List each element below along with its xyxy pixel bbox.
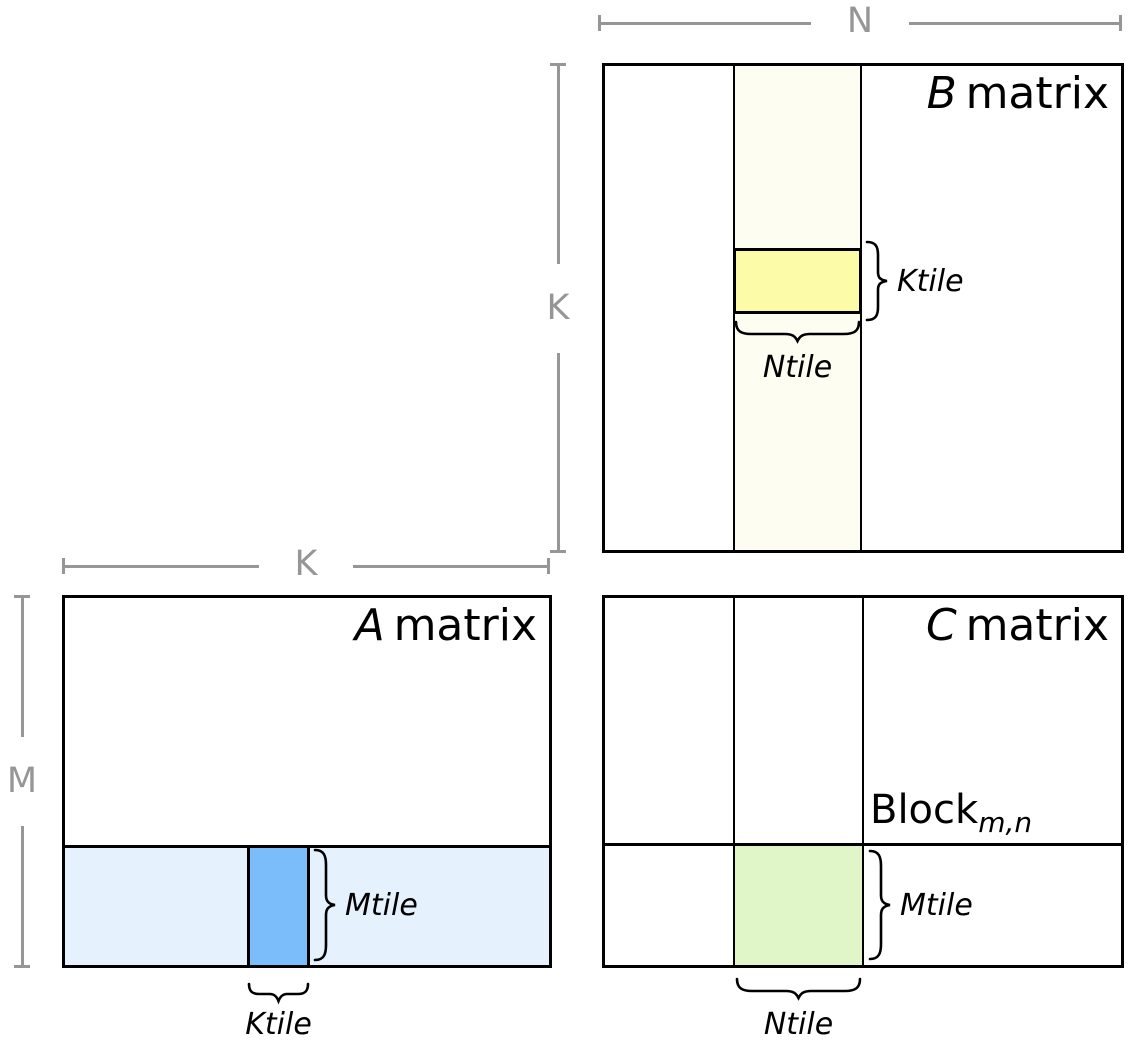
dimension-line-segment — [20, 826, 24, 965]
dimension-end-tick — [550, 63, 566, 66]
dimension-line-segment — [556, 66, 560, 264]
c-matrix-title-word: matrix — [965, 600, 1109, 651]
mtile-brace-icon — [868, 849, 891, 961]
dimension-end-tick — [1119, 15, 1122, 31]
ntile-underbrace-icon — [734, 320, 861, 344]
a-mtile-ktile-block — [247, 845, 310, 965]
dimension-end-tick — [14, 595, 30, 598]
c-ntile-label-wrap: Ntile — [715, 1007, 882, 1042]
k-dimension-line-horizontal: K — [62, 546, 551, 581]
b-matrix-title-word: matrix — [965, 68, 1109, 119]
ktile-brace-icon — [865, 240, 888, 322]
dimension-end-tick — [14, 965, 30, 968]
c-mtile-ntile-block — [735, 846, 862, 965]
dimension-line-segment — [20, 598, 24, 737]
m-dimension-label: M — [6, 761, 38, 801]
b-ktile-ntile-block — [733, 248, 862, 314]
c-block-label: Blockm,n — [870, 787, 1032, 838]
c-block-label-word: Block — [870, 787, 979, 833]
a-mtile-label-wrap: Mtile — [345, 848, 418, 962]
c-matrix-title-letter: C — [926, 600, 957, 651]
mtile-brace-icon — [313, 848, 336, 962]
b-ktile-label: Ktile — [897, 263, 964, 299]
c-row-strip-line — [605, 843, 1121, 846]
dimension-end-tick — [62, 558, 65, 574]
dimension-end-tick — [547, 558, 551, 574]
a-mtile-label: Mtile — [345, 887, 418, 923]
b-ktile-label-wrap: Ktile — [897, 240, 964, 322]
m-dimension-line: M — [7, 595, 37, 968]
dimension-line-segment — [65, 564, 259, 568]
k-dimension-label: K — [546, 287, 570, 328]
n-dimension-label: N — [846, 0, 874, 41]
c-ntile-label: Ntile — [763, 1007, 834, 1042]
c-column-strip-right-line — [862, 598, 864, 965]
a-ktile-label: Ktile — [245, 1007, 312, 1042]
dimension-line-segment — [601, 21, 811, 25]
dimension-end-tick — [550, 550, 566, 553]
k-dimension-label: K — [294, 543, 318, 584]
b-ntile-label-wrap: Ntile — [714, 350, 881, 385]
a-matrix-title-word: matrix — [393, 600, 537, 651]
dimension-line-segment — [909, 21, 1119, 25]
b-matrix-title-letter: B — [926, 68, 957, 119]
dimension-line-segment — [353, 564, 548, 568]
a-ktile-label-wrap: Ktile — [208, 1007, 349, 1042]
dimension-end-tick — [598, 15, 601, 31]
c-column-strip-left-line — [733, 598, 735, 965]
b-ntile-label: Ntile — [762, 350, 833, 385]
ktile-underbrace-icon — [247, 982, 310, 1005]
c-mtile-label: Mtile — [900, 887, 973, 923]
ntile-underbrace-icon — [735, 977, 862, 1001]
n-dimension-line: N — [598, 3, 1122, 38]
c-block-label-subscript: m,n — [978, 806, 1033, 839]
a-matrix-title-letter: A — [354, 600, 385, 651]
dimension-line-segment — [556, 352, 560, 550]
c-mtile-label-wrap: Mtile — [900, 849, 973, 961]
k-dimension-line-vertical: K — [547, 63, 569, 553]
